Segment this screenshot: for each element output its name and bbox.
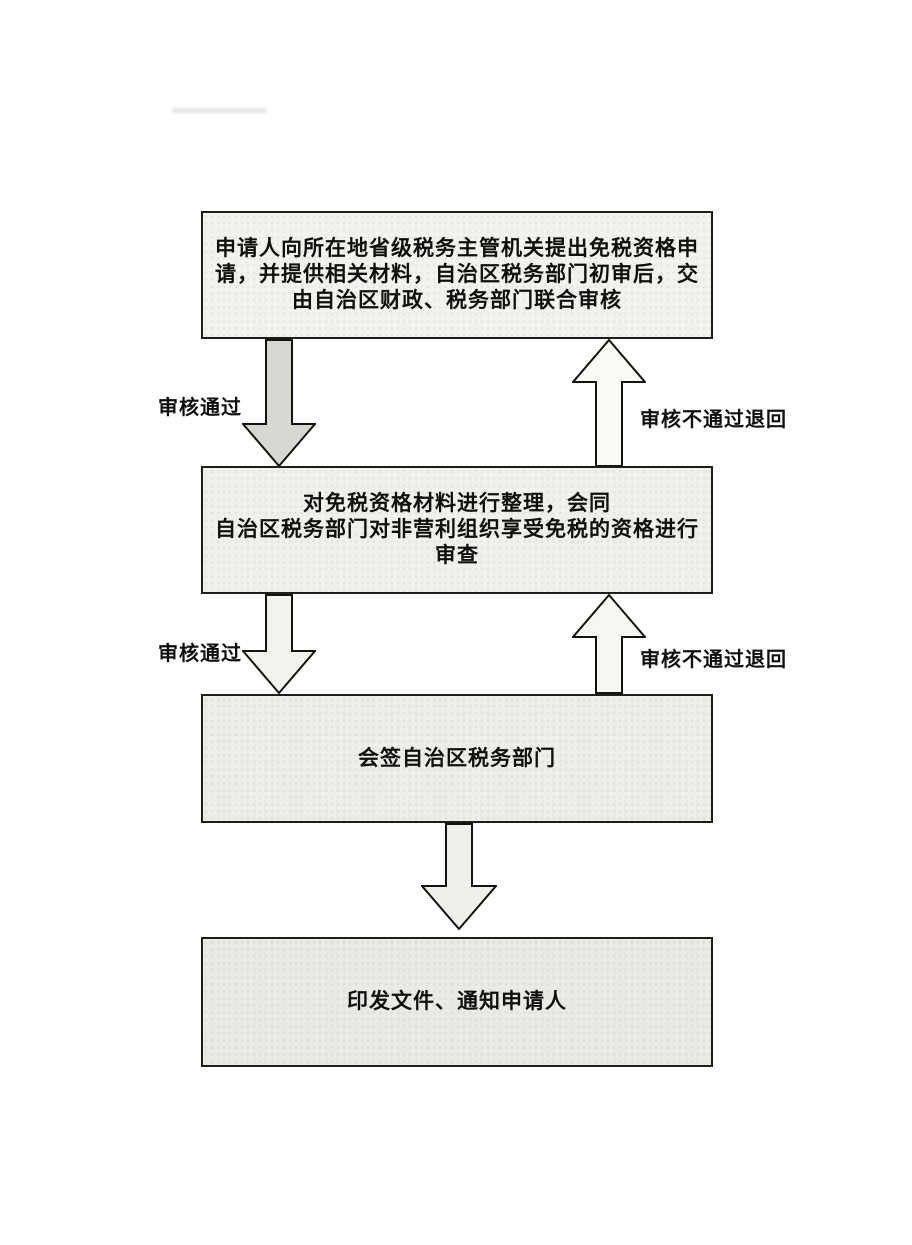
connector-label-pass-2: 审核通过 — [158, 643, 242, 665]
flow-step-3: 会签自治区税务部门 — [201, 694, 713, 823]
flow-step-4-text: 印发文件、通知申请人 — [347, 990, 567, 1013]
connector-label-fail-1: 审核不通过退回 — [640, 409, 787, 431]
down-arrow-icon — [242, 339, 316, 467]
flow-step-1: 申请人向所在地省级税务主管机关提出免税资格申 请，并提供相关材料，自治区税务部门… — [201, 211, 713, 339]
flow-step-3-text: 会签自治区税务部门 — [358, 746, 556, 770]
connector-label-pass-1: 审核通过 — [158, 397, 242, 419]
up-arrow-icon — [572, 594, 646, 694]
flow-step-2-text: 对免税资格材料进行整理，会同 自治区税务部门对非营利组织享受免税的资格进行 审查 — [215, 492, 699, 567]
down-arrow-icon — [242, 594, 316, 694]
flow-step-4: 印发文件、通知申请人 — [201, 937, 713, 1067]
flow-step-1-text: 申请人向所在地省级税务主管机关提出免税资格申 请，并提供相关材料，自治区税务部门… — [215, 237, 699, 312]
connector-label-fail-2: 审核不通过退回 — [640, 649, 787, 671]
down-arrow-icon — [421, 823, 497, 930]
scan-smudge — [172, 108, 267, 113]
flow-step-2: 对免税资格材料进行整理，会同 自治区税务部门对非营利组织享受免税的资格进行 审查 — [201, 466, 713, 594]
up-arrow-icon — [572, 339, 646, 467]
